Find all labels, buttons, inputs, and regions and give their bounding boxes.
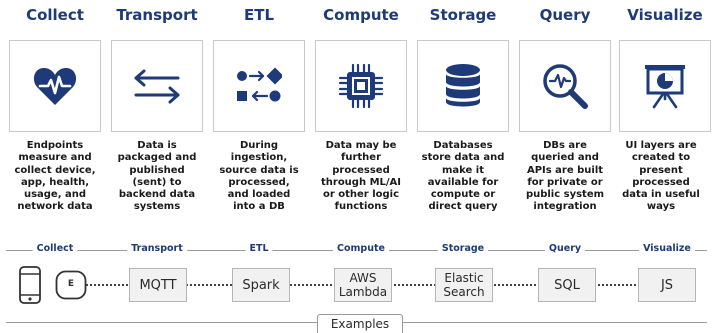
desc-line: data in useful	[622, 189, 700, 201]
desc-line: processed	[632, 176, 690, 188]
sensor-device-glyph: E	[67, 279, 75, 289]
stage-icon-box-collect	[9, 40, 101, 132]
desc-line: backend data	[118, 189, 196, 201]
examples-label: Examples	[317, 314, 403, 333]
stage-title-query: Query	[539, 6, 591, 24]
stage-icon-box-compute	[315, 40, 407, 132]
phone-icon	[19, 266, 41, 304]
desc-line: or other logic	[322, 189, 400, 201]
desc-line: DBs are	[543, 140, 587, 151]
tech-label-line: Elastic	[444, 271, 484, 285]
desc-line: ingestion,	[230, 152, 288, 164]
example-label-compute: Compute	[333, 243, 389, 254]
stage-icon-box-query	[519, 40, 611, 132]
desc-line: integration	[533, 201, 597, 213]
stage-title-collect: Collect	[26, 6, 84, 24]
desc-line: Databases	[433, 140, 493, 151]
stage-title-transport: Transport	[116, 6, 198, 24]
desc-line: public system	[525, 189, 605, 201]
desc-line: UI layers are	[625, 140, 697, 151]
arrows-exchange-icon	[134, 69, 180, 104]
tech-box-js: JS	[638, 268, 696, 302]
desc-line: systems	[133, 201, 181, 213]
stage-title-compute: Compute	[323, 6, 399, 24]
desc-line: packaged and	[117, 152, 197, 164]
desc-line: through ML/AI	[320, 176, 401, 188]
desc-line: functions	[334, 201, 388, 213]
desc-line: processed,	[228, 176, 290, 188]
database-icon	[446, 64, 480, 107]
desc-line: available for	[427, 176, 499, 188]
desc-line: During	[239, 140, 279, 151]
desc-line: Data is	[137, 140, 177, 151]
tech-label-line: Lambda	[338, 285, 388, 299]
desc-line: direct query	[428, 201, 498, 213]
etl-flow-icon	[237, 67, 282, 102]
tech-label: JS	[660, 277, 674, 293]
desc-line: compute or	[430, 189, 496, 201]
heart-pulse-icon	[33, 68, 77, 105]
desc-line: measure and	[18, 152, 92, 164]
desc-line: created to	[631, 152, 691, 164]
cpu-chip-icon	[338, 63, 384, 109]
tech-box-mqtt: MQTT	[129, 268, 187, 302]
desc-line: processed	[332, 164, 390, 176]
desc-line: present	[639, 164, 683, 176]
tech-label: SQL	[554, 277, 580, 293]
desc-line: collect device,	[14, 164, 96, 176]
desc-line: Data may be	[325, 140, 397, 151]
example-label-query: Query	[544, 243, 586, 254]
desc-line: (sent) to	[132, 176, 182, 188]
desc-line: usage, and	[23, 189, 87, 201]
desc-line: for private or	[527, 176, 603, 188]
presentation-chart-icon	[645, 65, 685, 109]
stage-title-etl: ETL	[243, 6, 275, 24]
desc-line: queried and	[531, 152, 599, 164]
tech-box-sql: SQL	[538, 268, 596, 302]
desc-line: network data	[17, 201, 93, 213]
tech-label: Spark	[242, 277, 280, 293]
tech-box-spark: Spark	[232, 268, 290, 302]
example-label-etl: ETL	[245, 243, 273, 254]
stage-icon-box-storage	[417, 40, 509, 132]
example-label-storage: Storage	[437, 243, 489, 254]
example-label-collect: Collect	[32, 243, 78, 254]
desc-line: APIs are built	[526, 164, 604, 176]
desc-line: into a DB	[233, 201, 285, 213]
stage-icon-box-etl	[213, 40, 305, 132]
desc-line: ways	[646, 201, 676, 213]
tech-label-line: Search	[443, 285, 485, 299]
desc-line: and loaded	[227, 189, 291, 201]
search-analytics-icon	[543, 64, 588, 109]
desc-line: Endpoints	[26, 140, 84, 151]
desc-line: further	[340, 152, 381, 164]
desc-line: source data is	[219, 164, 299, 176]
desc-line: make it	[441, 164, 485, 176]
tech-label: MQTT	[139, 277, 177, 293]
stage-icon-box-visualize	[619, 40, 711, 132]
stage-icon-box-transport	[111, 40, 203, 132]
example-label-visualize: Visualize	[639, 243, 695, 254]
tech-label-line: AWS	[349, 271, 377, 285]
desc-line: app, health,	[20, 176, 90, 188]
sensor-device-icon	[55, 270, 87, 300]
stage-title-visualize: Visualize	[627, 6, 703, 24]
desc-line: published	[129, 164, 185, 176]
example-label-transport: Transport	[127, 243, 187, 254]
stage-title-storage: Storage	[429, 6, 497, 24]
desc-line: store data and	[421, 152, 505, 164]
